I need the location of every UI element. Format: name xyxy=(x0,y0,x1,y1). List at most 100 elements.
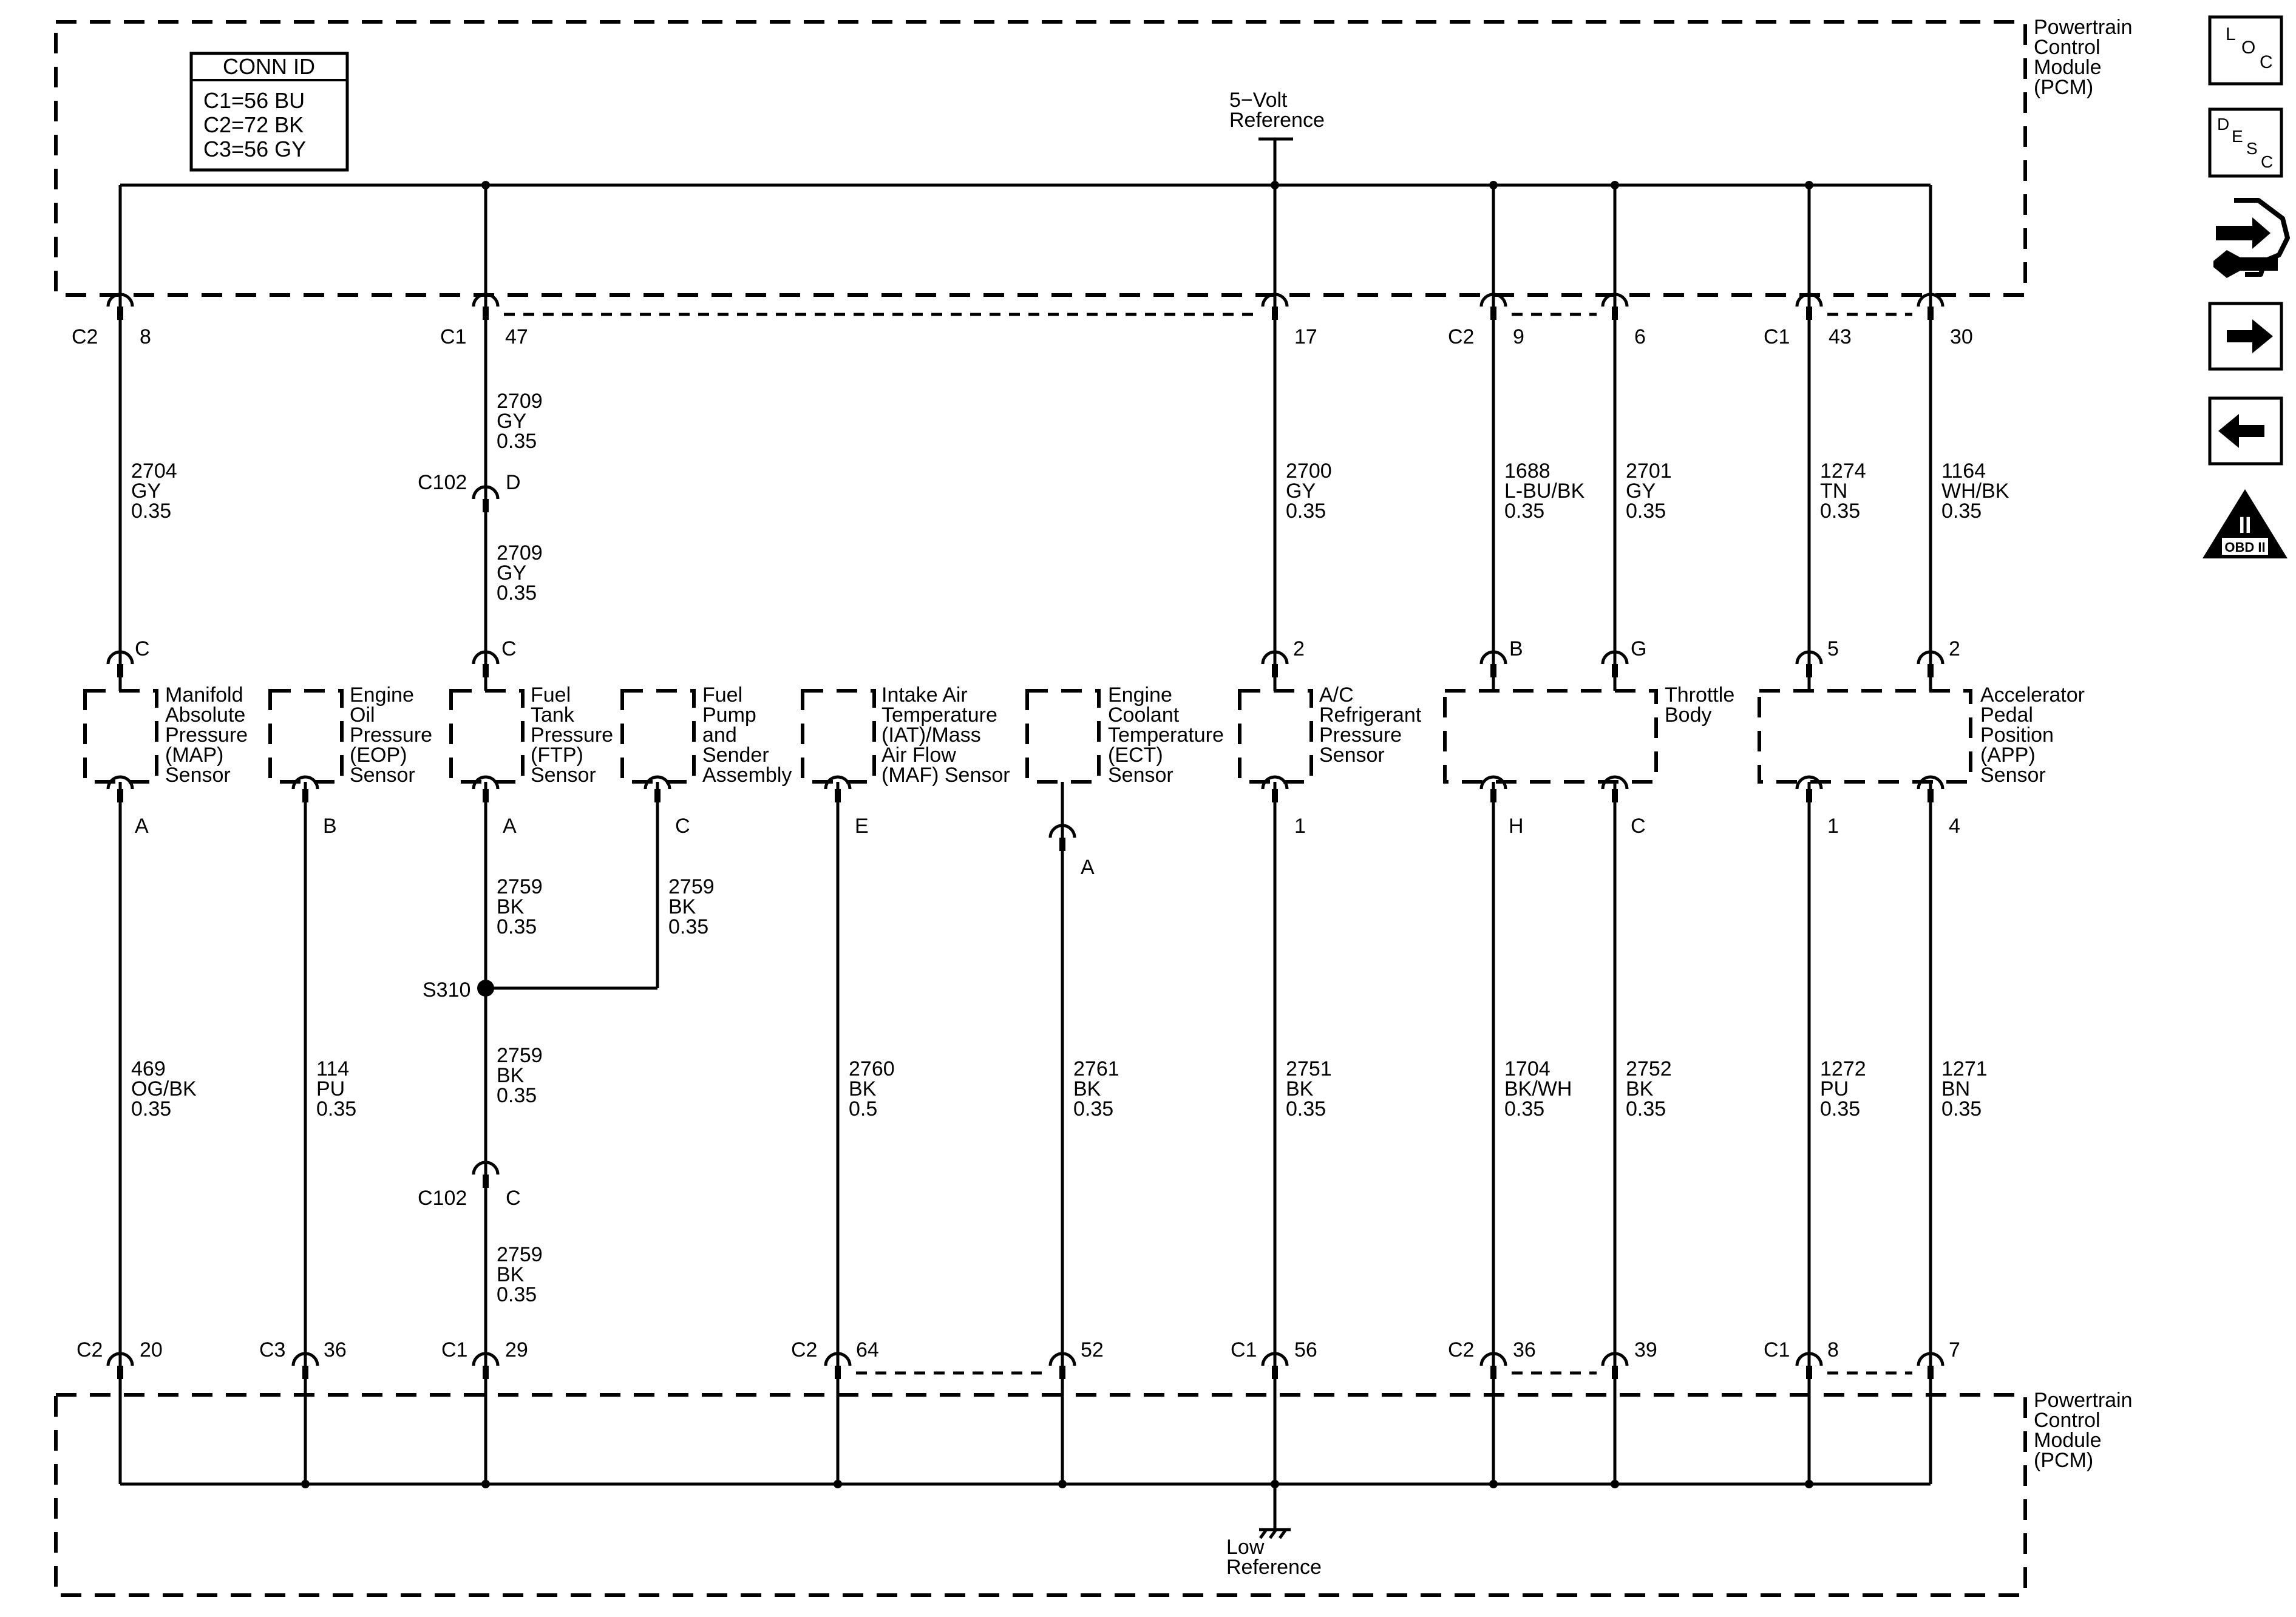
top-pin-label: 43 xyxy=(1829,325,1852,348)
throttle-label-line: Throttle xyxy=(1665,683,1734,707)
pcm-top-connector-terminal xyxy=(1479,293,1507,320)
inline-c102-terminal xyxy=(472,485,500,512)
sensor-pin-label: A xyxy=(1081,856,1095,879)
low-reference-label-2: Reference xyxy=(1226,1556,1322,1579)
circuit-gauge: 0.35 xyxy=(1504,500,1544,523)
conn-id-table: CONN ID C1=56 BU C2=72 BK C3=56 GY xyxy=(189,52,349,172)
top-conn-label: C2 xyxy=(1448,325,1474,348)
side-toolbar: L O C D E S C II xyxy=(2203,15,2290,558)
eop-label-line: Pressure xyxy=(350,724,432,747)
circuit-number: 2759 xyxy=(497,1243,543,1266)
app-sensor-label: Accelerator Pedal Position (APP) Sensor xyxy=(1980,683,2085,787)
eop-label-line: (EOP) xyxy=(350,744,407,767)
circuit-number: 1688 xyxy=(1504,459,1550,483)
circuit-gauge: 0.35 xyxy=(1504,1097,1544,1120)
sensor-bottom-terminal xyxy=(106,775,134,802)
pcm-top-label-2: Control xyxy=(2034,36,2101,59)
fuel-pump-box xyxy=(620,689,696,784)
map-label-line: Sensor xyxy=(165,764,231,787)
fuel-pump-label-line: Sender xyxy=(702,744,769,767)
circuit-color: TN xyxy=(1820,480,1847,503)
circuit-gauge: 0.5 xyxy=(849,1097,877,1120)
loc-icon-letter-l: L xyxy=(2226,24,2236,44)
splice-s310-dot xyxy=(477,980,494,997)
pcm-top-connector-terminal xyxy=(1795,293,1823,320)
sensor-bottom-terminal xyxy=(1917,775,1944,802)
sensor-top-terminal xyxy=(1479,650,1507,677)
repair-icon[interactable] xyxy=(2213,198,2290,278)
top-pin-label: 6 xyxy=(1634,325,1646,348)
pcm-bottom-connector-terminal xyxy=(1601,1352,1629,1379)
circuit-color: BN xyxy=(1941,1077,1970,1100)
sensor-pin-label: E xyxy=(855,815,869,838)
app-label-line: Accelerator xyxy=(1980,683,2085,707)
sensor-pin-label: 2 xyxy=(1293,637,1305,660)
circuit-color: OG/BK xyxy=(131,1077,197,1100)
circuit-number: 2759 xyxy=(668,875,715,898)
iat-maf-label-line: (IAT)/Mass xyxy=(881,724,981,747)
circuit-color: PU xyxy=(1820,1077,1849,1100)
ect-sensor-label: Engine Coolant Temperature (ECT) Sensor xyxy=(1108,683,1224,787)
top-wire-map: C2 8 2704 GY 0.35 C xyxy=(72,185,177,691)
inline-pin-label: C xyxy=(506,1187,521,1210)
circuit-gauge: 0.35 xyxy=(497,430,537,453)
ftp-label-line: Tank xyxy=(531,703,575,727)
circuit-color: GY xyxy=(497,410,526,433)
sensor-pin-label: 1 xyxy=(1827,815,1839,838)
obd-ii-icon-mark: II xyxy=(2238,513,2251,538)
bottom-pin-label: 36 xyxy=(1513,1338,1536,1361)
bottom-wire-map: A 469 OG/BK 0.35 C2 20 xyxy=(76,782,197,1484)
pcm-bottom-label-2: Control xyxy=(2034,1409,2101,1432)
pcm-top-connector-terminal xyxy=(1917,293,1944,320)
next-arrow-icon[interactable] xyxy=(2208,302,2283,371)
circuit-number: 1271 xyxy=(1941,1057,1988,1080)
top-pin-label: 8 xyxy=(140,325,151,348)
circuit-color: BK xyxy=(497,1064,525,1087)
five-volt-label-2: Reference xyxy=(1229,109,1325,132)
desc-icon[interactable]: D E S C xyxy=(2208,107,2283,178)
pcm-top-connector-terminal xyxy=(1261,293,1289,320)
sensor-bottom-terminal xyxy=(1261,775,1289,802)
loc-icon[interactable]: L O C xyxy=(2208,15,2283,86)
pcm-bottom-connector-terminal xyxy=(1479,1352,1507,1379)
circuit-gauge: 0.35 xyxy=(1286,500,1326,523)
top-pin-label: 30 xyxy=(1950,325,1973,348)
bottom-pin-label: 29 xyxy=(505,1338,528,1361)
sensor-pin-label: 2 xyxy=(1949,637,1960,660)
top-pin-label: 47 xyxy=(505,325,528,348)
circuit-gauge: 0.35 xyxy=(1626,500,1666,523)
desc-icon-letter-s: S xyxy=(2246,139,2258,158)
sensor-pin-label: G xyxy=(1631,637,1646,660)
circuit-color: BK xyxy=(497,895,525,918)
top-wire-ac: 17 2700 GY 0.35 2 xyxy=(1273,185,1332,691)
sensor-pin-label: C xyxy=(675,815,690,838)
obd-ii-icon[interactable]: II OBD II xyxy=(2203,489,2288,558)
bottom-pin-label: 52 xyxy=(1081,1338,1104,1361)
circuit-gauge: 0.35 xyxy=(1626,1097,1666,1120)
circuit-number: 2709 xyxy=(497,541,543,564)
top-pin-label: 17 xyxy=(1294,325,1317,348)
low-reference-ground: Low Reference xyxy=(1226,1484,1322,1579)
bottom-pin-label: 56 xyxy=(1294,1338,1317,1361)
map-label-line: Absolute xyxy=(165,703,245,727)
ac-pressure-sensor-label: A/C Refrigerant Pressure Sensor xyxy=(1319,683,1422,767)
bottom-pin-label: 20 xyxy=(140,1338,163,1361)
ftp-label-line: Sensor xyxy=(531,764,596,787)
iat-maf-sensor-label: Intake Air Temperature (IAT)/Mass Air Fl… xyxy=(881,683,1010,787)
connector-terminals xyxy=(106,293,1944,1379)
iat-maf-label-line: (MAF) Sensor xyxy=(881,764,1010,787)
ac-label-line: Pressure xyxy=(1319,724,1402,747)
circuit-number: 2760 xyxy=(849,1057,895,1080)
circuit-color: GY xyxy=(1286,480,1316,503)
ect-label-line: Coolant xyxy=(1108,703,1180,727)
bottom-pin-label: 64 xyxy=(856,1338,879,1361)
top-wire-throttle-g: 6 2701 GY 0.35 G xyxy=(1613,185,1672,691)
map-sensor-label: Manifold Absolute Pressure (MAP) Sensor xyxy=(165,683,248,787)
circuit-gauge: 0.35 xyxy=(668,915,708,938)
prev-arrow-icon[interactable] xyxy=(2208,396,2283,466)
loc-icon-letter-o: O xyxy=(2241,38,2255,58)
bottom-conn-label: C3 xyxy=(259,1338,285,1361)
top-pin-label: 9 xyxy=(1513,325,1524,348)
circuit-color: BK xyxy=(497,1263,525,1286)
circuit-number: 1164 xyxy=(1941,459,1986,483)
